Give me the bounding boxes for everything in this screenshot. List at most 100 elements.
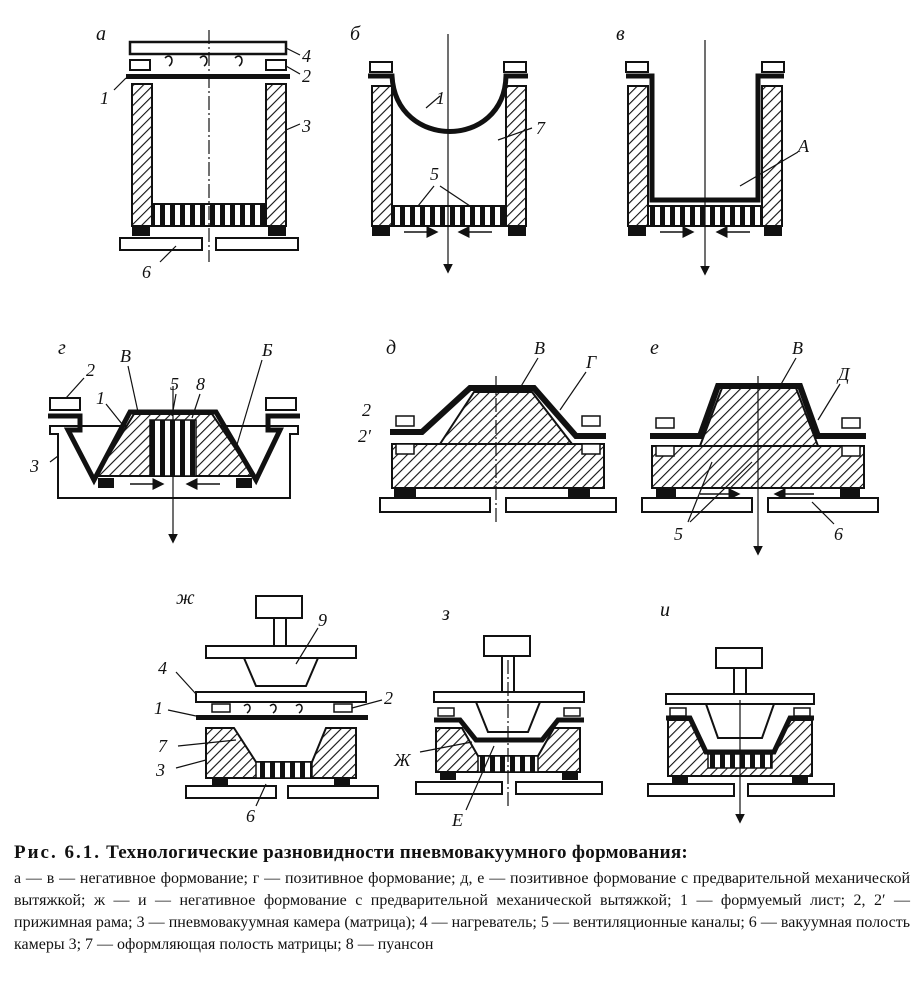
leader-8 [191,393,201,419]
leader-5 [171,393,177,417]
label-5: 5 [674,524,683,544]
label-4: 4 [158,658,167,678]
label-V: В [534,338,545,358]
process-diagram: а 4 2 1 3 6 б [29,23,879,830]
clamp-frame-right [761,61,785,73]
leader-1 [425,95,441,109]
leader-3 [175,759,207,769]
panel-g: г 2 В 5 8 Б 1 3 [29,337,300,544]
heater [195,691,367,703]
seal-left [656,488,676,498]
panel-letter-d: д [386,337,396,359]
leader-V [779,357,797,387]
label-3: 3 [301,116,311,136]
label-1: 1 [436,88,445,108]
leader-5a [417,185,435,207]
label-5: 5 [170,374,179,394]
base-plate-left [119,237,203,251]
label-9: 9 [318,610,327,630]
leader-6 [811,501,835,525]
label-V: В [120,346,131,366]
label-7: 7 [536,118,546,138]
clamp-frame-left [655,417,675,429]
leader-7 [497,127,533,141]
leader-4 [175,671,197,695]
leader-5a [687,461,713,523]
heater [128,40,288,56]
panel-letter-a: а [96,23,106,45]
seal-left [672,776,688,784]
press-head [483,635,531,657]
leader-V [519,357,539,389]
plunger-plate [205,645,357,659]
caption-title: Технологические разновидности пневмоваку… [106,842,689,863]
heat-waves [164,55,243,67]
label-1: 1 [154,698,163,718]
leader-V [127,365,139,413]
seal-left [394,488,416,498]
clamp-frame-right [841,417,861,429]
formed-sheet [390,385,606,439]
panel-letter-z: з [441,603,450,625]
panel-zh: ж 9 4 2 1 7 3 6 [154,587,393,826]
panel-letter-g: г [58,337,66,359]
seal-left [628,226,646,236]
caption-lead: Рис. 6.1. [14,842,101,863]
label-E: Е [451,810,463,830]
base-plate-right [747,783,835,797]
label-4: 4 [302,46,311,66]
clamp-frame-left [49,397,81,411]
leader-A [739,151,799,187]
leader-2 [351,699,383,709]
press-rod [733,667,747,695]
panel-e: е В Д 5 6 [641,337,879,556]
label-A: А [797,136,810,156]
label-G: Г [585,352,597,372]
label-1: 1 [100,88,109,108]
label-2: 2 [384,688,393,708]
leader-5b [689,461,753,523]
panel-i: и [647,599,835,824]
press-head [715,647,763,669]
clamp-frame-right [581,415,601,427]
clamp-frame-right [793,707,811,717]
leader-2 [285,65,301,75]
panel-d: д В Г 2 2′ [358,337,617,524]
seal-right [840,488,860,498]
clamp-frame-right [563,707,581,717]
seal-left [440,772,456,780]
label-2: 2 [86,360,95,380]
leader-G [559,371,587,411]
leader-D [817,383,841,421]
label-B: Б [261,340,273,360]
label-2: 2 [302,66,311,86]
chamber-wall-left [131,83,153,227]
leader-3 [49,455,59,463]
seal-left [132,226,150,236]
panel-letter-zh: ж [176,587,195,609]
leader-1 [113,77,127,91]
clamp-frame-left [625,61,649,73]
press-head [255,595,303,619]
seal-right [508,226,526,236]
base-plate-right [287,785,379,799]
clamp-frame-left [211,703,231,713]
panel-letter-e: е [650,337,659,359]
label-6: 6 [142,262,151,282]
forming-sheet [126,74,290,79]
panel-letter-v: в [616,23,625,45]
punch [438,391,575,445]
base-plate-right [515,781,603,795]
label-2-prime: 2′ [358,426,372,446]
frame-2p-right [581,443,601,455]
label-8: 8 [196,374,205,394]
base-plate-left [379,497,491,513]
leader-6 [159,245,177,263]
seal-right [792,776,808,784]
leader-Zh [419,741,473,753]
leader-7 [177,739,237,747]
label-6: 6 [246,806,255,826]
base-plate-left [185,785,277,799]
base-plate-right [215,237,299,251]
label-7: 7 [158,736,168,756]
